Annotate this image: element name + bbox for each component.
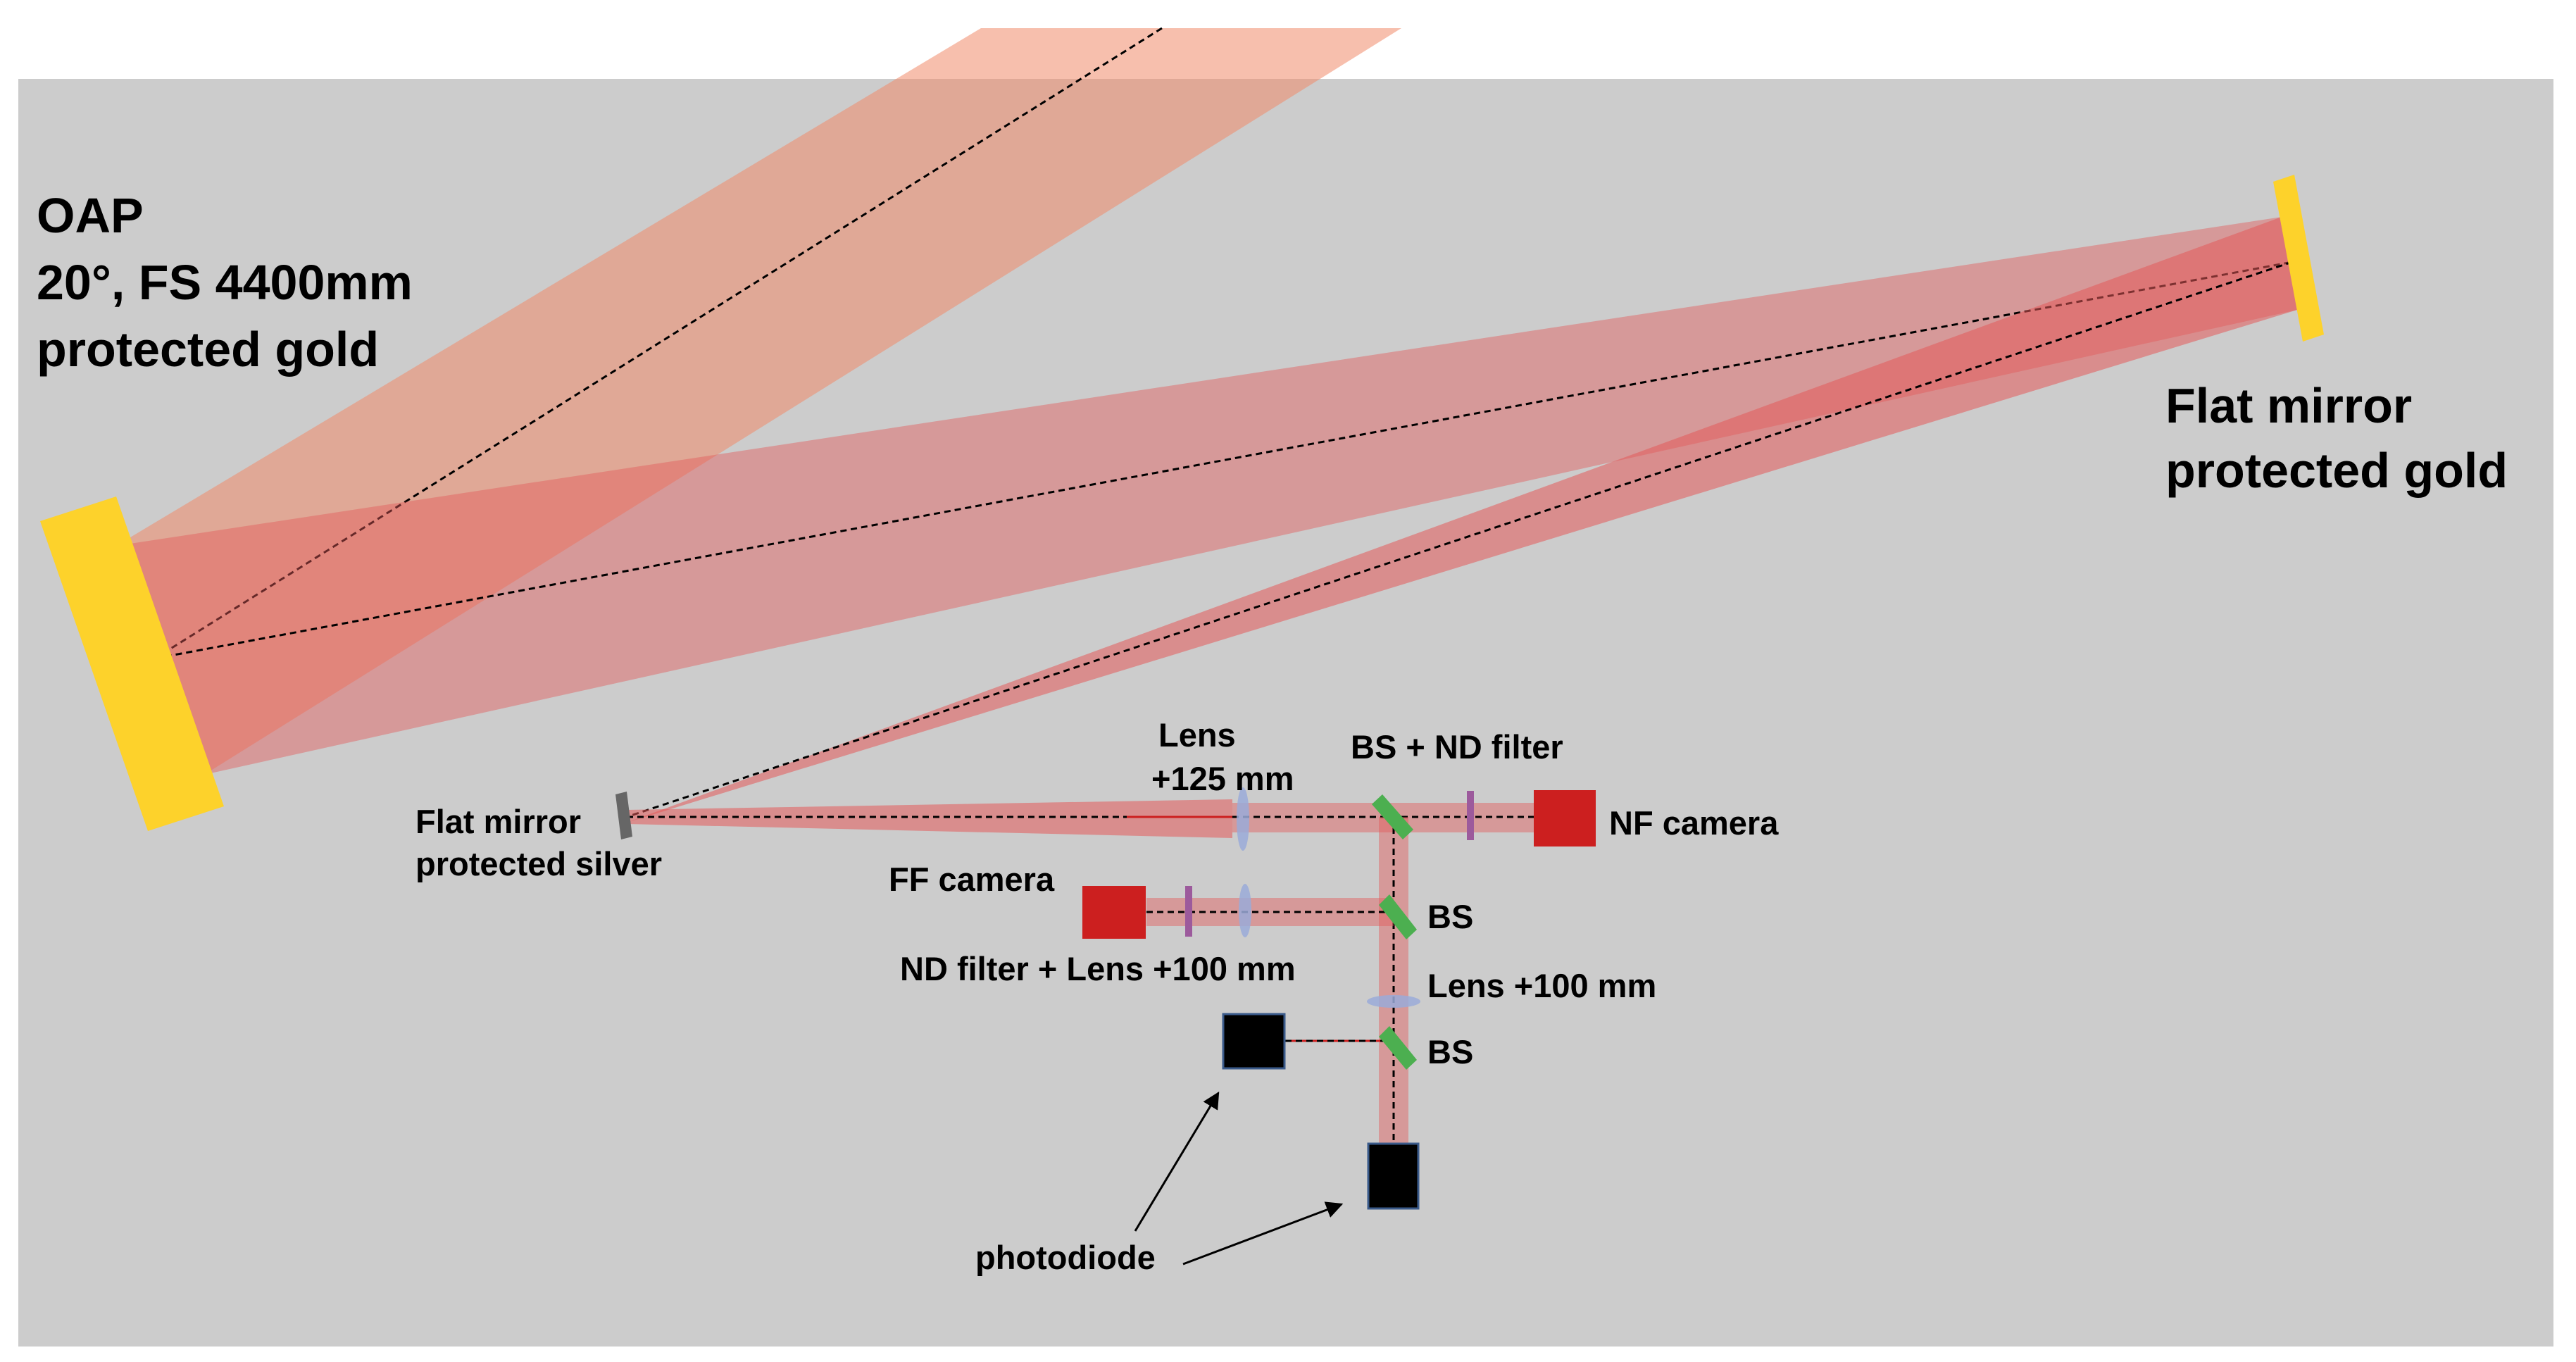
photodiode-1 [1222,1013,1286,1070]
flat-mirror-gold [2273,175,2324,342]
label-ff-camera: FF camera [889,861,1055,898]
incoming-beam-axis [154,27,1163,660]
beamsplitter-1 [1372,794,1413,839]
ff-camera [1082,886,1146,939]
label-photodiode: photodiode [975,1239,1156,1276]
beam-axis-oap-to-flat [154,261,2293,660]
lens-125mm [1237,787,1249,851]
arrow-to-photodiode-2 [1182,1201,1344,1266]
label-flat-mirror-silver: Flat mirror protected silver [415,803,662,882]
beam-flat-to-silver-mirror [627,217,2297,823]
arrow-to-photodiode-1 [1134,1091,1220,1232]
label-bs-1: BS [1427,898,1473,935]
incoming-beam [116,28,1401,775]
nd-filter-nf [1467,791,1474,840]
oap-mirror [40,496,224,831]
label-lens-100: Lens +100 mm [1427,967,1656,1004]
lens-100mm [1367,995,1420,1008]
label-lens-125: Lens +125 mm [1151,716,1294,797]
label-oap: OAP 20°, FS 4400mm protected gold [37,188,426,377]
beamsplitter-photodiode [1379,1026,1417,1070]
nf-camera [1534,790,1596,846]
label-flat-mirror-gold: Flat mirror protected gold [2165,378,2508,498]
label-nf-camera: NF camera [1609,804,1779,842]
flat-mirror-silver [615,792,632,839]
beam-axis-flat-to-silver [626,261,2293,818]
beamsplitter-ff [1379,894,1417,939]
label-bs-nd-filter: BS + ND filter [1351,728,1563,766]
beam-to-ff-camera [1146,898,1394,926]
lens-ff-100mm [1239,884,1251,937]
label-bs-2: BS [1427,1033,1473,1070]
nd-filter-ff [1185,886,1192,937]
beam-silver-to-lens [627,799,1232,838]
photodiode-2 [1367,1142,1420,1210]
beam-oap-to-flat-mirror [116,217,2297,775]
label-nd-lens-100: ND filter + Lens +100 mm [900,950,1296,987]
